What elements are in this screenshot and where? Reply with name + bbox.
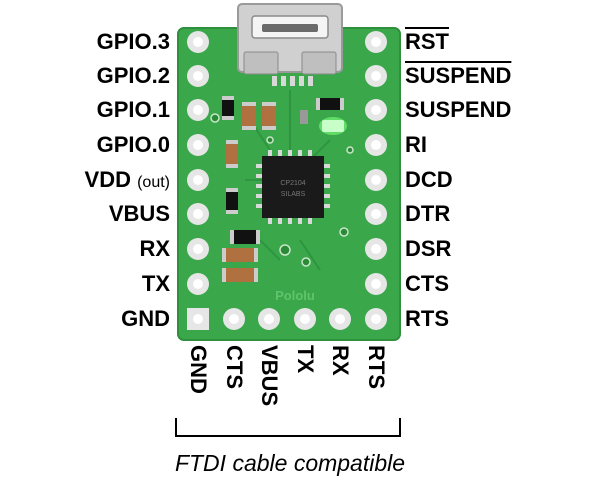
vias	[210, 113, 354, 267]
left-pin-label-vdd: VDD (out)	[84, 167, 170, 192]
left-pin-label-gpio0: GPIO.0	[96, 132, 170, 157]
right-pin-label-dtr: DTR	[405, 201, 451, 226]
right-pin-label-dsr: DSR	[405, 236, 452, 261]
chip-marking-1: CP2104	[280, 180, 305, 187]
right-pin-label-ri: RI	[405, 132, 427, 157]
ftdi-caption: FTDI cable compatible	[174, 450, 406, 476]
right-pad-column	[365, 31, 387, 330]
smd-components	[222, 96, 344, 282]
right-pin-label-suspend-bar: SUSPEND	[405, 63, 512, 88]
pololu-silkscreen: Pololu	[275, 288, 315, 303]
bottom-pin-label-cts: CTS	[222, 345, 247, 389]
bottom-pin-label-vbus: VBUS	[257, 345, 282, 407]
left-pin-label-gpio2: GPIO.2	[96, 63, 170, 88]
left-pin-label-tx: TX	[141, 271, 170, 296]
right-pin-label-rst: RST	[405, 29, 449, 54]
right-pin-label-suspend: SUSPEND	[405, 97, 512, 122]
cp2104-chip: CP2104 SILABS	[256, 150, 330, 224]
usb-connector	[237, 3, 343, 75]
bottom-pin-label-rx: RX	[328, 345, 353, 376]
left-pin-label-rx: RX	[139, 236, 170, 261]
left-pin-label-gpio3: GPIO.3	[96, 29, 170, 54]
right-pin-label-dcd: DCD	[405, 167, 453, 192]
bottom-pin-label-tx: TX	[293, 345, 318, 374]
right-pin-label-cts: CTS	[405, 271, 449, 296]
left-pin-label-gpio1: GPIO.1	[96, 97, 170, 122]
left-pin-label-gnd: GND	[121, 306, 170, 331]
right-pin-label-rts: RTS	[405, 306, 449, 331]
status-led	[319, 117, 347, 135]
bottom-pin-label-gnd: GND	[186, 345, 211, 394]
left-pad-column	[187, 31, 209, 330]
usb-pins	[272, 76, 313, 86]
bottom-pad-row	[223, 308, 351, 330]
bottom-pin-label-rts: RTS	[364, 345, 389, 389]
ftdi-bracket	[175, 418, 401, 437]
chip-marking-2: SILABS	[281, 191, 306, 198]
left-pin-label-vbus: VBUS	[108, 201, 170, 226]
vdd-out-note: (out)	[137, 174, 170, 191]
